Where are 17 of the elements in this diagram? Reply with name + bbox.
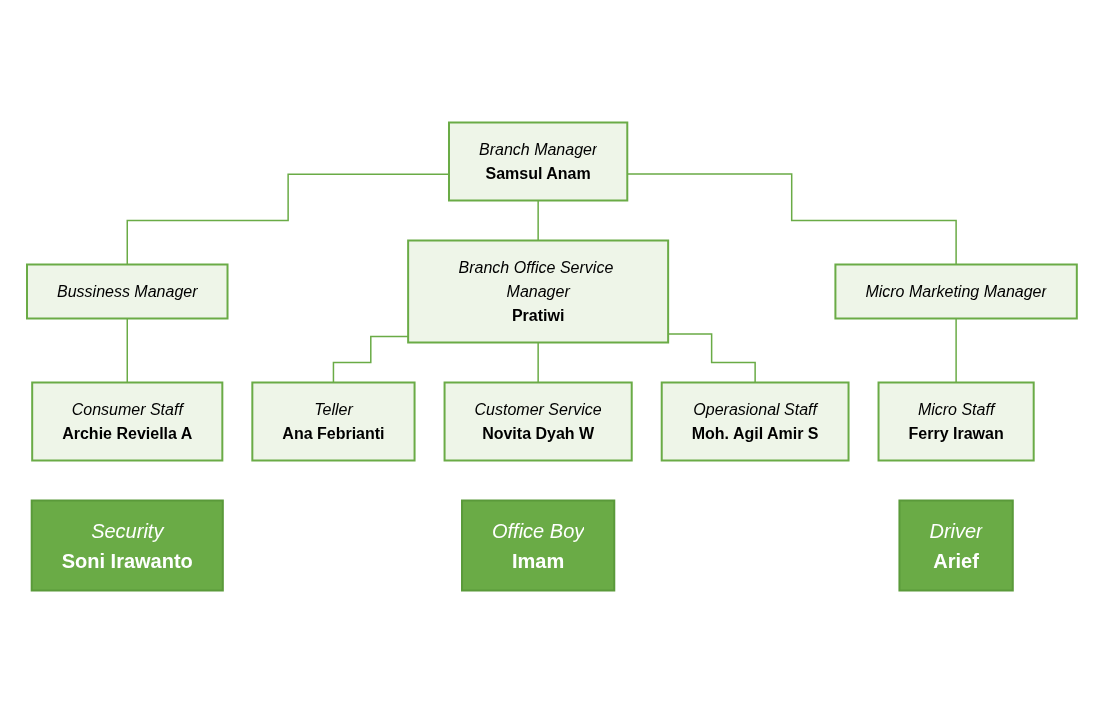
connector (626, 173, 957, 266)
connector (537, 199, 539, 242)
node-box: Micro Marketing Manager (834, 263, 1078, 320)
connector (954, 317, 957, 384)
connector (667, 333, 756, 384)
connector (126, 317, 128, 384)
node-box: Security Soni Irawanto (30, 499, 224, 592)
node-box: Customer Service Novita Dyah W (443, 381, 633, 462)
node-box: Bussiness Manager (25, 263, 229, 320)
node-box: Micro Staff Ferry Irawan (877, 381, 1035, 462)
node-box: Branch Manager Samsul Anam (447, 121, 628, 202)
connector (537, 341, 539, 384)
node-box: Driver Arief (898, 499, 1014, 592)
node-box: Branch Office Service Manager Pratiwi (406, 239, 669, 344)
node-box: Consumer Staff Archie Reviella A (30, 381, 223, 462)
node-box: Teller Ana Febrianti (250, 381, 416, 462)
node-box: Operasional Staff Moh. Agil Amir S (660, 381, 850, 462)
